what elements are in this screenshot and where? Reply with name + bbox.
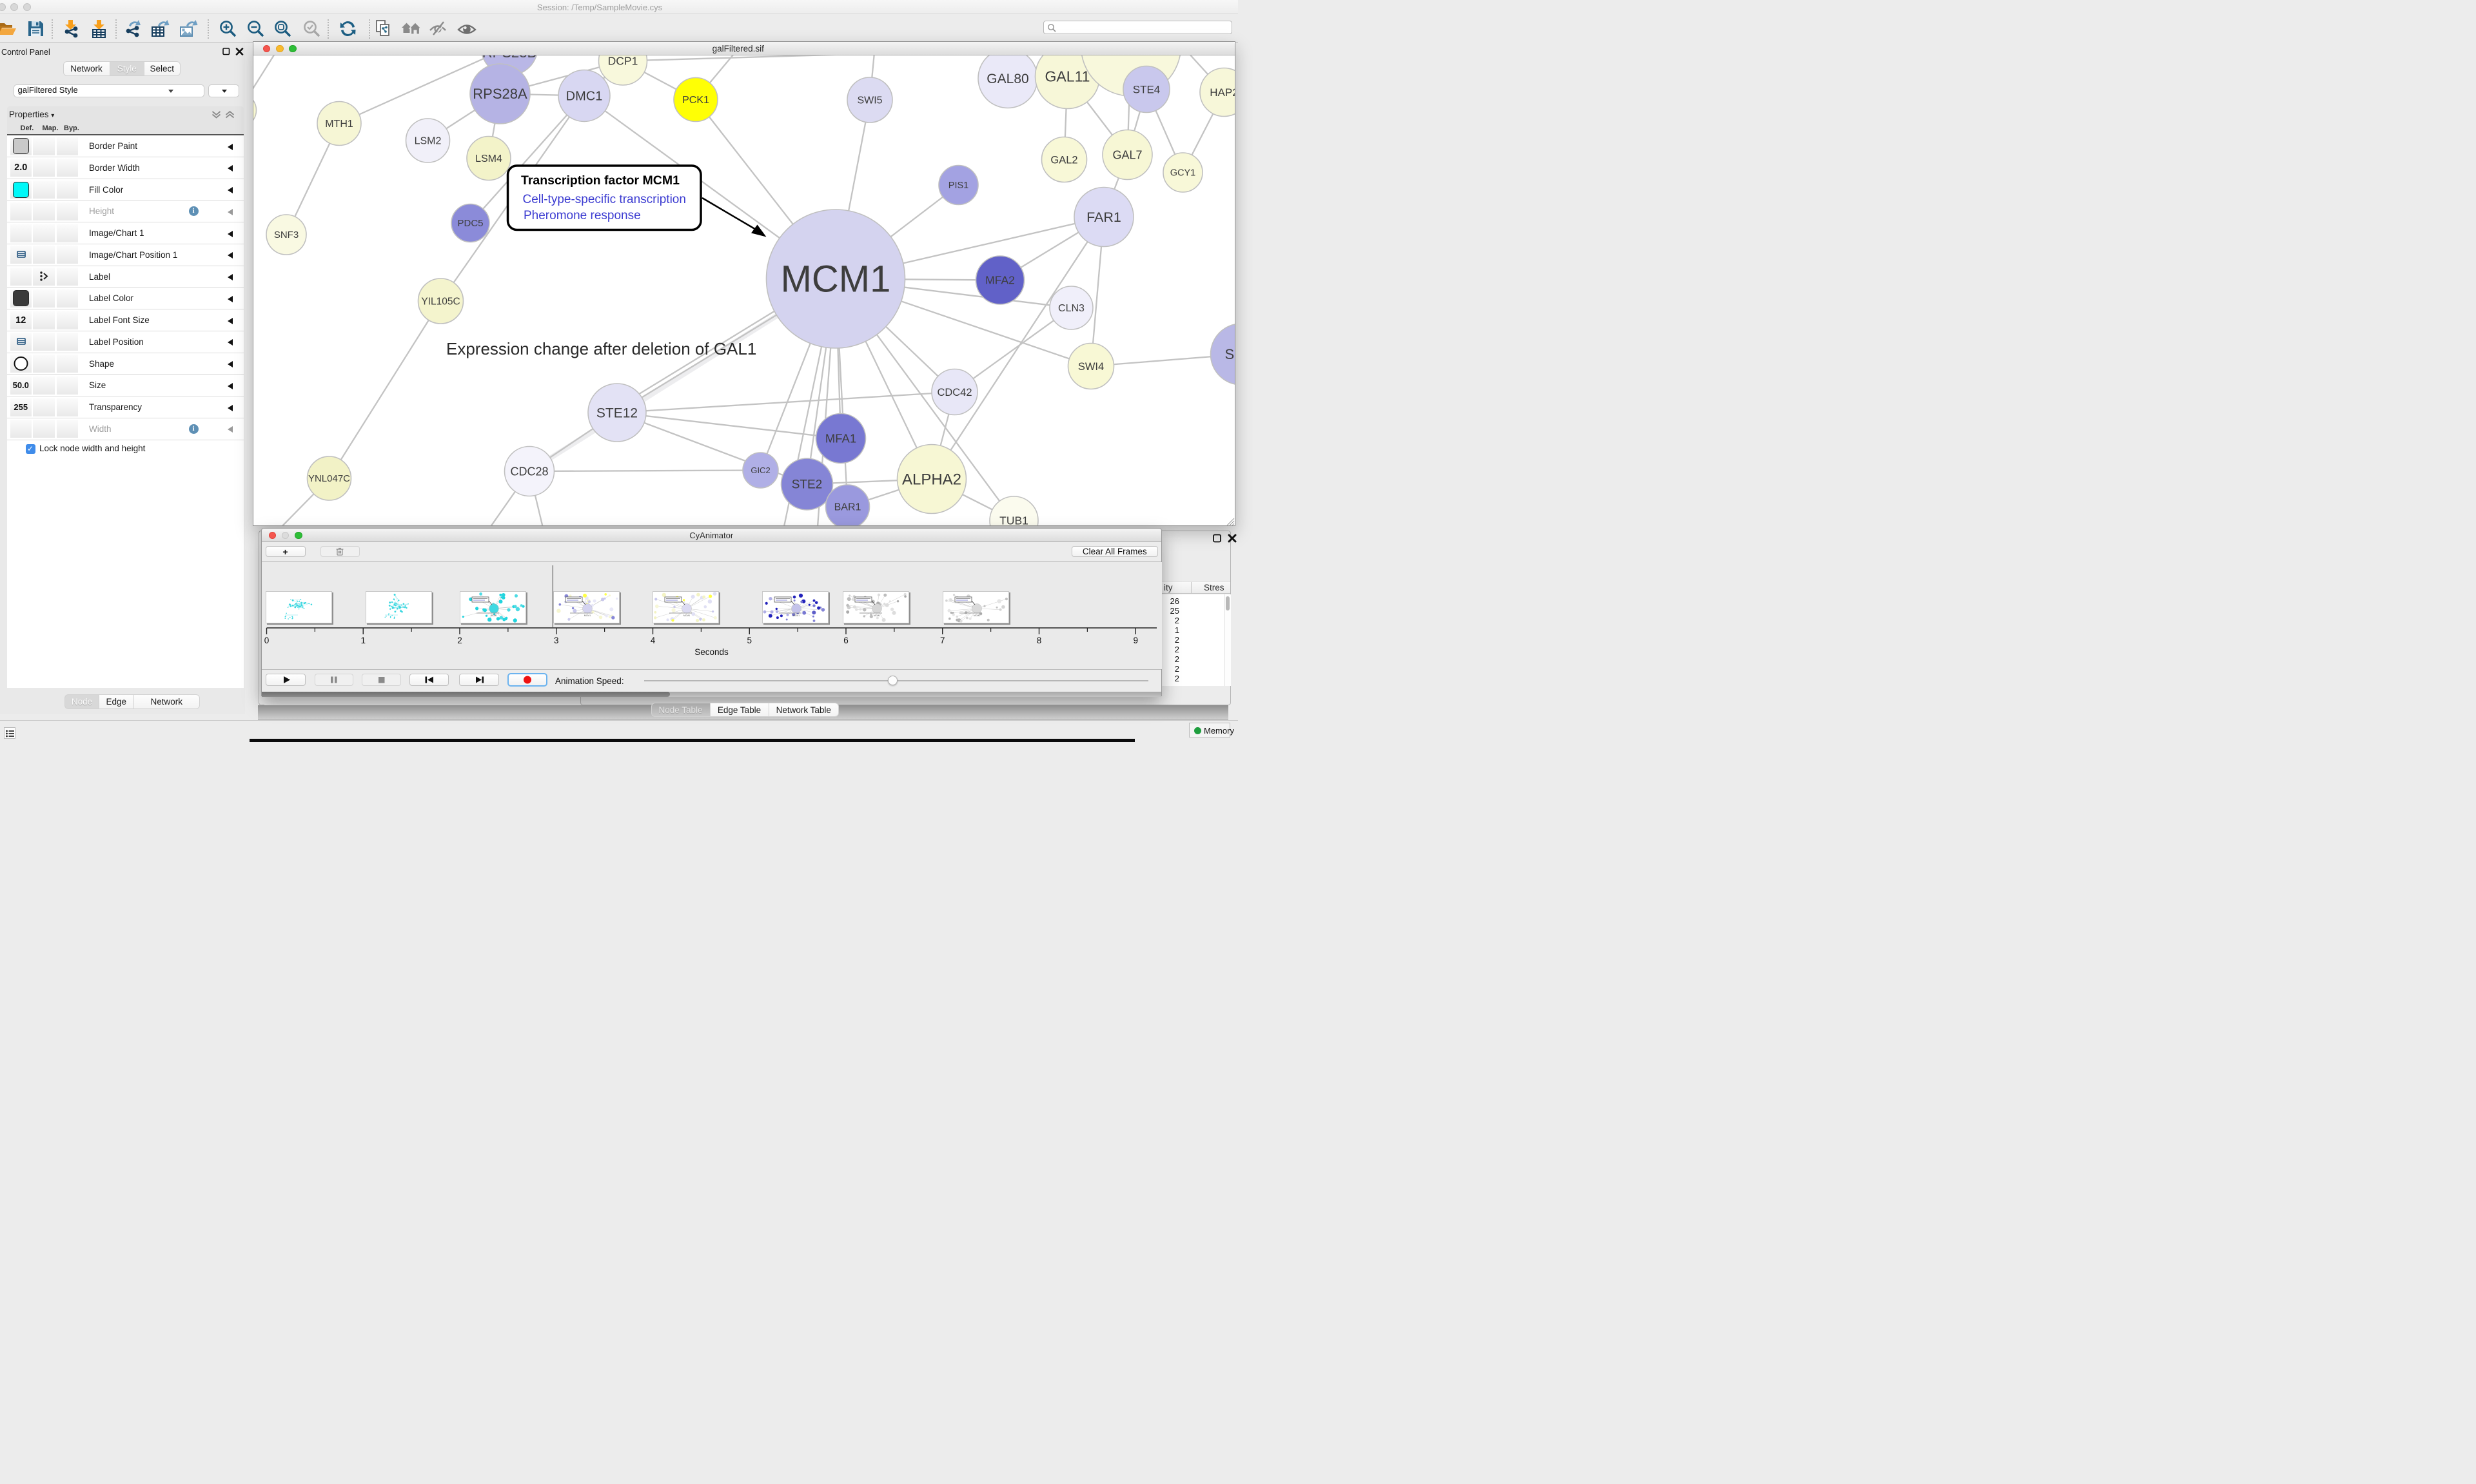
- svg-text:CDC42: CDC42: [937, 386, 972, 398]
- svg-text:1: 1: [360, 636, 366, 645]
- svg-text:MCM1: MCM1: [683, 614, 690, 617]
- svg-text:STE2: STE2: [792, 478, 823, 491]
- svg-text:STE4: STE4: [1133, 83, 1161, 95]
- svg-text:GCY1: GCY1: [1170, 168, 1196, 178]
- svg-text:GAL7: GAL7: [1112, 148, 1142, 161]
- svg-text:6: 6: [843, 636, 849, 645]
- svg-text:PIS1: PIS1: [948, 181, 968, 191]
- svg-text:9: 9: [1133, 636, 1138, 645]
- svg-text:Cell-type-specific transcripti: Cell-type-specific transcription: [523, 193, 686, 206]
- svg-text:SNF3: SNF3: [274, 229, 299, 240]
- svg-text:SWI5: SWI5: [857, 95, 882, 106]
- svg-text:YNL047C: YNL047C: [308, 473, 350, 484]
- svg-text:MCM1: MCM1: [974, 614, 980, 617]
- svg-text:STE12: STE12: [596, 405, 638, 420]
- svg-text:DCP1: DCP1: [608, 55, 638, 68]
- svg-text:YIL105C: YIL105C: [421, 296, 460, 307]
- svg-text:TUB1: TUB1: [999, 514, 1028, 525]
- svg-text:FAR1: FAR1: [1086, 210, 1121, 225]
- svg-text:MCM1: MCM1: [793, 614, 800, 617]
- svg-text:MCM1: MCM1: [490, 614, 496, 617]
- svg-text:Pheromone response: Pheromone response: [524, 209, 641, 222]
- svg-text:3: 3: [553, 636, 558, 645]
- svg-text:GAL11: GAL11: [1045, 68, 1090, 84]
- svg-text:RPS28B: RPS28B: [482, 55, 536, 61]
- svg-text:LSM2: LSM2: [415, 135, 442, 146]
- svg-text:LSM4: LSM4: [475, 153, 502, 164]
- svg-text:MFA2: MFA2: [985, 273, 1015, 286]
- svg-text:MCM1: MCM1: [874, 614, 880, 617]
- svg-text:MTH1: MTH1: [325, 119, 353, 130]
- svg-text:MCM1: MCM1: [584, 614, 591, 617]
- svg-text:8: 8: [1036, 636, 1041, 645]
- svg-text:PCK1: PCK1: [682, 95, 709, 106]
- svg-text:MFA1: MFA1: [825, 431, 856, 445]
- svg-text:CDC28: CDC28: [510, 465, 548, 478]
- svg-text:0: 0: [264, 636, 269, 645]
- svg-text:CLN3: CLN3: [1058, 303, 1085, 314]
- svg-text:Transcription factor MCM1: Transcription factor MCM1: [521, 173, 680, 188]
- svg-text:Expression change after deleti: Expression change after deletion of GAL1: [446, 339, 756, 358]
- svg-text:2: 2: [457, 636, 462, 645]
- svg-text:RPS28A: RPS28A: [473, 86, 527, 102]
- svg-text:BAR1: BAR1: [834, 502, 861, 513]
- svg-text:MCM1: MCM1: [781, 258, 891, 300]
- svg-text:GAL80: GAL80: [987, 71, 1028, 86]
- svg-text:7: 7: [939, 636, 945, 645]
- svg-text:4: 4: [650, 636, 655, 645]
- svg-text:DMC1: DMC1: [566, 89, 603, 103]
- svg-text:GIC2: GIC2: [751, 465, 770, 475]
- svg-text:ALPHA2: ALPHA2: [902, 471, 961, 488]
- svg-text:SWI4: SWI4: [1078, 360, 1104, 372]
- svg-text:5: 5: [747, 636, 752, 645]
- svg-text:SLT2: SLT2: [1225, 346, 1235, 362]
- svg-text:PDC5: PDC5: [457, 218, 483, 229]
- svg-text:GAL2: GAL2: [1050, 154, 1077, 166]
- svg-text:HAP2: HAP2: [1210, 86, 1234, 99]
